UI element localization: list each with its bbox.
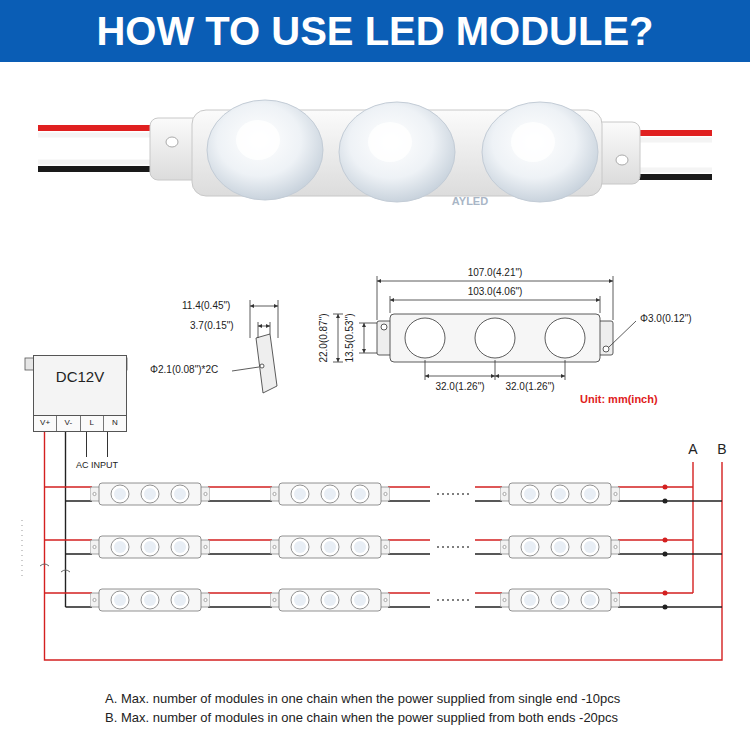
lens (207, 100, 323, 200)
note-text: A. Max. number of modules in one chain w… (105, 692, 620, 707)
lens-highlight (236, 120, 280, 160)
side-hole (260, 364, 264, 368)
module-photo (38, 100, 712, 202)
terminal-label: N (103, 416, 126, 431)
led-module (90, 483, 210, 505)
end-bus (692, 462, 693, 593)
extension-line (270, 322, 271, 334)
dimension-label: 11.4(0.45") (182, 300, 230, 312)
ac-wire (107, 432, 108, 457)
top-view (333, 276, 636, 380)
wire-dot (663, 485, 668, 490)
ac-wire (86, 432, 87, 457)
unit-note: Unit: mm(inch) (580, 393, 658, 406)
terminal-label: V- (56, 416, 79, 431)
dimension-line (425, 376, 495, 377)
view-lens (475, 318, 515, 358)
break-mark (40, 564, 70, 572)
extension-line (425, 360, 426, 380)
row-continuation (22, 520, 23, 580)
led-module (90, 536, 210, 558)
terminal-label: L (80, 416, 103, 431)
view-hole (603, 346, 609, 352)
continuation-dots (437, 599, 469, 600)
extension-line (495, 360, 496, 380)
continuation-dots (437, 493, 469, 494)
dimension-label: Φ3.0(0.12") (640, 313, 692, 325)
led-module (500, 483, 620, 505)
dimension-label: 13.5(0.53") (344, 313, 356, 362)
dimension-label: 3.7(0.15") (190, 320, 234, 332)
leader-line (609, 321, 636, 347)
extension-line (258, 322, 259, 338)
mount-hole (166, 137, 178, 147)
positive-bus (45, 432, 723, 660)
led-module (270, 536, 390, 558)
lens (339, 102, 455, 202)
extension-line (613, 276, 614, 320)
dimension-label: 103.0(4.06") (468, 286, 523, 298)
dimension-label: Φ2.1(0.08")*2C (150, 364, 218, 376)
dimension-line (258, 326, 270, 327)
view-lens (545, 318, 585, 358)
end-label: B (717, 441, 726, 457)
dimension-line (377, 281, 613, 282)
lens (482, 102, 598, 202)
power-supply: V+V-LNDC12VAC INPUT (33, 355, 127, 432)
note-text: B. Max. number of modules in one chain w… (105, 711, 618, 726)
wire-dot (663, 499, 668, 504)
wire-dot (663, 538, 668, 543)
dimension-line (495, 376, 565, 377)
view-body (390, 314, 600, 362)
extension-line (359, 353, 377, 354)
dimension-line (390, 300, 600, 301)
extension-line (377, 276, 378, 320)
dimension-label: 32.0(1.26") (505, 381, 554, 393)
led-module (270, 589, 390, 611)
extension-line (600, 296, 601, 313)
title-text: HOW TO USE LED MODULE? (0, 8, 750, 54)
extension-line (390, 296, 391, 313)
led-module (500, 536, 620, 558)
side-profile (256, 334, 277, 393)
terminal-label: V+ (34, 416, 56, 431)
end-label: A (688, 441, 697, 457)
view-hole (381, 324, 387, 330)
psu-label: DC12V (34, 368, 126, 385)
led-module (90, 589, 210, 611)
dimension-line (338, 314, 339, 362)
lens-highlight (511, 122, 555, 162)
negative-bus (65, 432, 66, 607)
extension-line (565, 360, 566, 380)
continuation-dots (437, 546, 469, 547)
mount-hole (616, 155, 628, 165)
wire-dot (663, 552, 668, 557)
watermark: AYLED (452, 195, 488, 208)
extension-line (359, 323, 377, 324)
led-module (270, 483, 390, 505)
dimension-line (250, 306, 278, 307)
terminal-strip: V+V-LN (34, 415, 126, 431)
wire-dot (663, 591, 668, 596)
lens-highlight (368, 122, 412, 162)
view-lens (405, 318, 445, 358)
led-module (500, 589, 620, 611)
dimension-label: 32.0(1.26") (435, 381, 484, 393)
dimension-label: 22.0(0.87") (318, 313, 330, 362)
dimension-line (364, 323, 365, 353)
dimension-label: 107.0(4.21") (468, 267, 523, 279)
leader-line (232, 367, 259, 371)
wire-dot (663, 605, 668, 610)
input-label: AC INPUT (76, 460, 118, 470)
side-view (232, 300, 278, 393)
